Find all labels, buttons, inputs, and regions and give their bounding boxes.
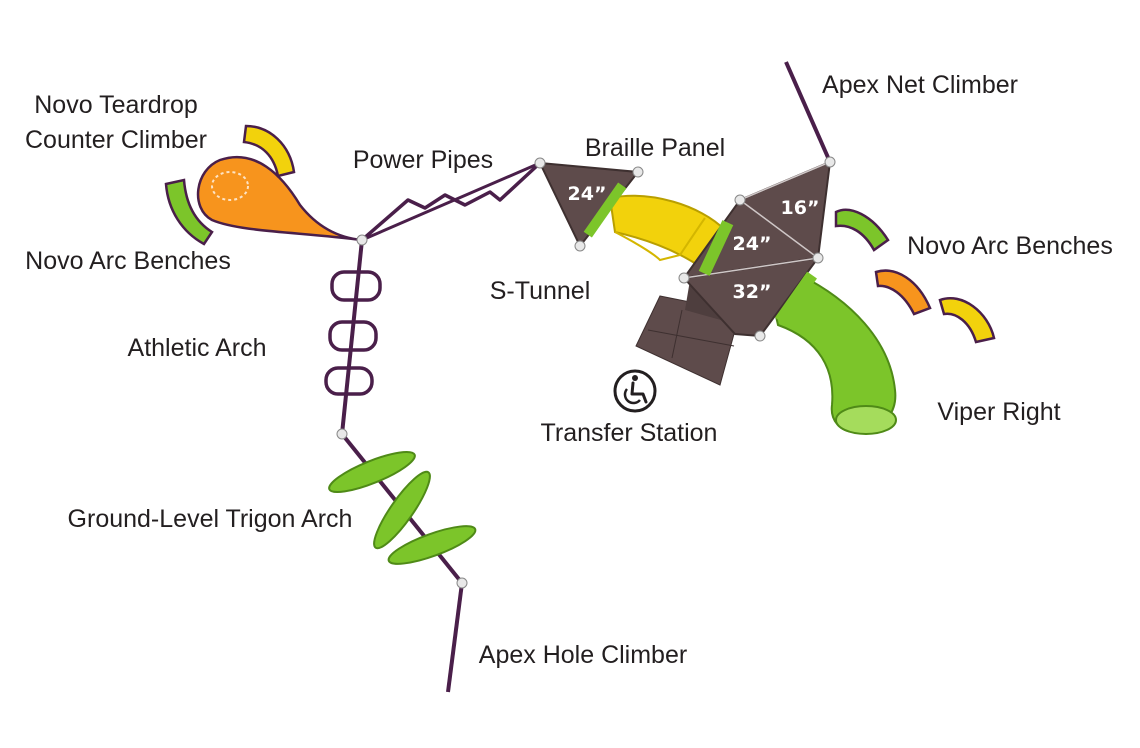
deck-height-middle: 24” bbox=[733, 233, 772, 255]
arc-bench-right-yellow bbox=[938, 297, 996, 344]
deck-height-top: 16” bbox=[781, 197, 820, 219]
label-transfer-station: Transfer Station bbox=[541, 419, 718, 447]
apex-net-climber bbox=[784, 61, 832, 163]
deck-height-braille: 24” bbox=[568, 183, 607, 205]
arc-bench-left-green bbox=[164, 178, 214, 246]
label-teardrop-line1: Novo Teardrop bbox=[34, 91, 198, 119]
label-viper-right: Viper Right bbox=[937, 398, 1060, 426]
trigon-arch bbox=[328, 432, 477, 585]
arc-bench-left-yellow bbox=[242, 124, 296, 178]
wheelchair-icon bbox=[613, 369, 657, 413]
label-braille-panel: Braille Panel bbox=[585, 134, 725, 162]
main-deck-cluster bbox=[681, 160, 832, 338]
braille-deck bbox=[538, 161, 640, 248]
teardrop-counter-climber bbox=[196, 155, 363, 242]
label-s-tunnel: S-Tunnel bbox=[490, 277, 591, 305]
label-apex-net-climber: Apex Net Climber bbox=[822, 71, 1018, 99]
label-apex-hole-climber: Apex Hole Climber bbox=[479, 641, 687, 669]
label-arc-benches-right: Novo Arc Benches bbox=[907, 232, 1113, 260]
deck-height-bottom: 32” bbox=[733, 281, 772, 303]
label-power-pipes: Power Pipes bbox=[353, 146, 493, 174]
athletic-arch bbox=[324, 239, 382, 435]
arc-bench-right-green bbox=[834, 208, 890, 252]
label-arc-benches-left: Novo Arc Benches bbox=[25, 247, 231, 275]
label-teardrop-line2: Counter Climber bbox=[25, 126, 207, 154]
label-trigon-arch: Ground-Level Trigon Arch bbox=[68, 505, 353, 533]
viper-right-slide bbox=[768, 273, 897, 435]
apex-hole-climber bbox=[446, 582, 464, 693]
label-athletic-arch: Athletic Arch bbox=[128, 334, 267, 362]
arc-bench-right-orange bbox=[874, 269, 932, 316]
connector-nodes bbox=[336, 156, 836, 589]
